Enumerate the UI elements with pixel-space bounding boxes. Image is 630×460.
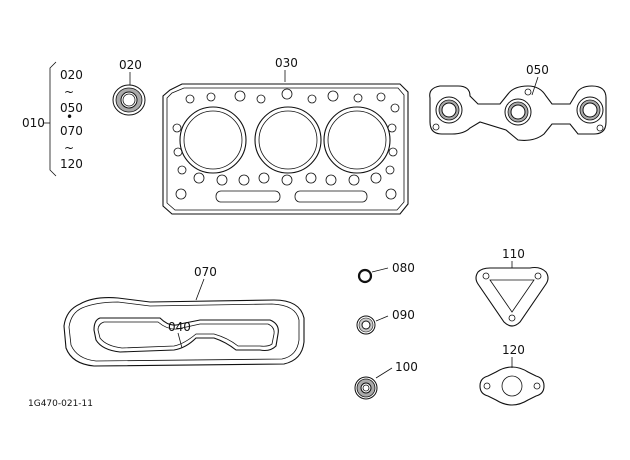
callout-020[interactable]: 020 (119, 58, 142, 72)
callout-090[interactable]: 090 (392, 308, 415, 322)
callout-110[interactable]: 110 (502, 247, 525, 261)
callout-040[interactable]: 040 (168, 320, 191, 334)
kit-item-3: 050 (60, 101, 83, 115)
kit-item-5: 070 (60, 124, 83, 138)
part-030-head-gasket[interactable]: 030 (162, 56, 409, 215)
part-070-cover-gasket[interactable]: 070 (63, 265, 305, 367)
part-050-manifold-gasket[interactable]: 050 (429, 63, 607, 141)
kit-item-6: ~ (64, 141, 74, 155)
part-090-washer[interactable]: 090 (356, 308, 415, 335)
callout-100[interactable]: 100 (395, 360, 418, 374)
kit-item-2: ~ (64, 85, 74, 99)
drawing-code: 1G470-021-11 (28, 399, 93, 409)
callout-120[interactable]: 120 (502, 343, 525, 357)
part-120-flange-gasket[interactable]: 120 (479, 343, 545, 406)
part-040-cover-gasket-inner[interactable]: 040 (93, 317, 279, 353)
callout-070[interactable]: 070 (194, 265, 217, 279)
part-100-seal[interactable]: 100 (354, 360, 418, 400)
part-080-o-ring[interactable]: 080 (357, 261, 415, 284)
kit-010-group: 010 020 ~ 050 • 070 ~ 120 (22, 61, 83, 177)
callout-030[interactable]: 030 (275, 56, 298, 70)
kit-item-1: 020 (60, 68, 83, 82)
kit-bracket (49, 61, 57, 177)
part-110-triangle-gasket[interactable]: 110 (475, 247, 549, 327)
callout-010[interactable]: 010 (22, 116, 45, 130)
callout-080[interactable]: 080 (392, 261, 415, 275)
kit-item-4: • (66, 110, 73, 124)
part-020-oil-seal[interactable]: 020 (112, 58, 146, 116)
callout-050[interactable]: 050 (526, 63, 549, 77)
kit-item-7: 120 (60, 157, 83, 171)
